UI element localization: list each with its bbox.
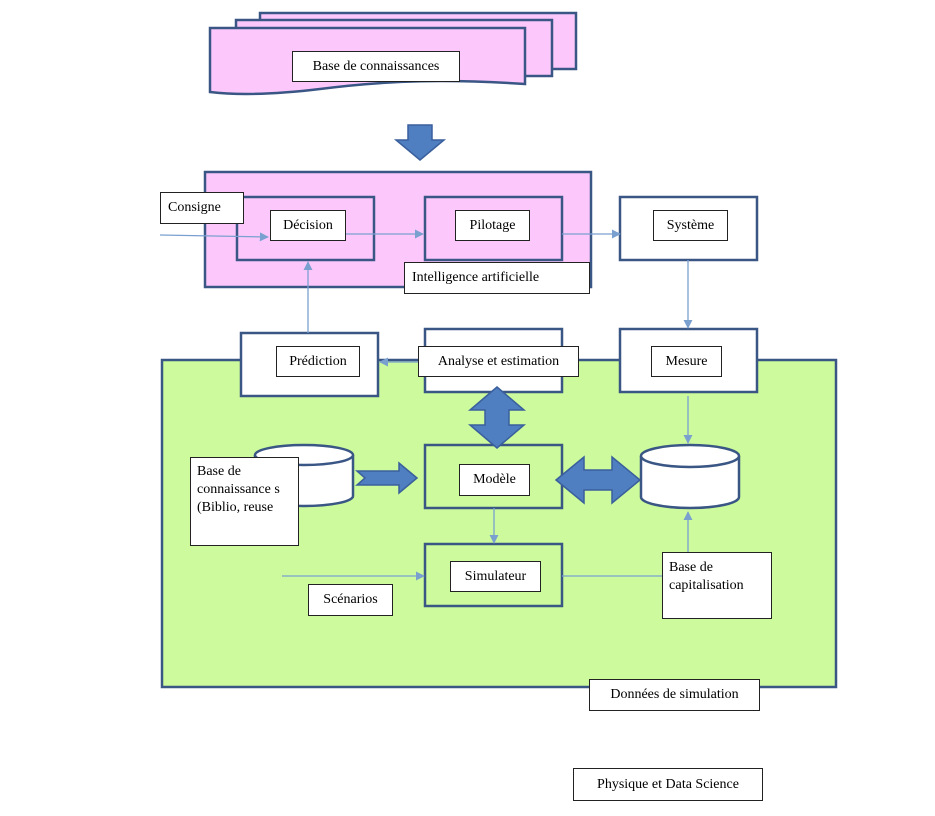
double-arrow-vertical-icon xyxy=(467,386,527,449)
scenarios-label: Scénarios xyxy=(308,584,393,616)
simulator-frame xyxy=(423,542,564,608)
prediction-label: Prédiction xyxy=(276,346,360,377)
system-label: Système xyxy=(653,210,728,241)
ai-section-label: Intelligence artificielle xyxy=(404,262,590,294)
knowledge-base-label: Base de connaissances xyxy=(292,51,460,82)
decision-label: Décision xyxy=(270,210,346,241)
decision-frame xyxy=(235,195,376,262)
setpoint-to-decision-arrow xyxy=(159,232,269,242)
analysis-label: Analyse et estimation xyxy=(418,346,579,377)
piloting-frame xyxy=(423,195,564,262)
measure-label: Mesure xyxy=(651,346,722,377)
block-arrow-down-icon xyxy=(393,124,447,161)
piloting-label: Pilotage xyxy=(455,210,530,241)
knowledge-db-label: Base de connaissance s (Biblio, reuse xyxy=(190,457,299,546)
simulation-section-label: Données de simulation xyxy=(589,679,760,711)
capitalisation-label: Base de capitalisation xyxy=(662,552,772,619)
block-arrow-right-icon xyxy=(355,461,419,495)
model-label: Modèle xyxy=(459,464,530,496)
capitalisation-database-icon xyxy=(639,443,741,510)
simulator-label: Simulateur xyxy=(450,561,541,592)
setpoint-label: Consigne xyxy=(160,192,244,224)
footer-label: Physique et Data Science xyxy=(573,768,763,801)
